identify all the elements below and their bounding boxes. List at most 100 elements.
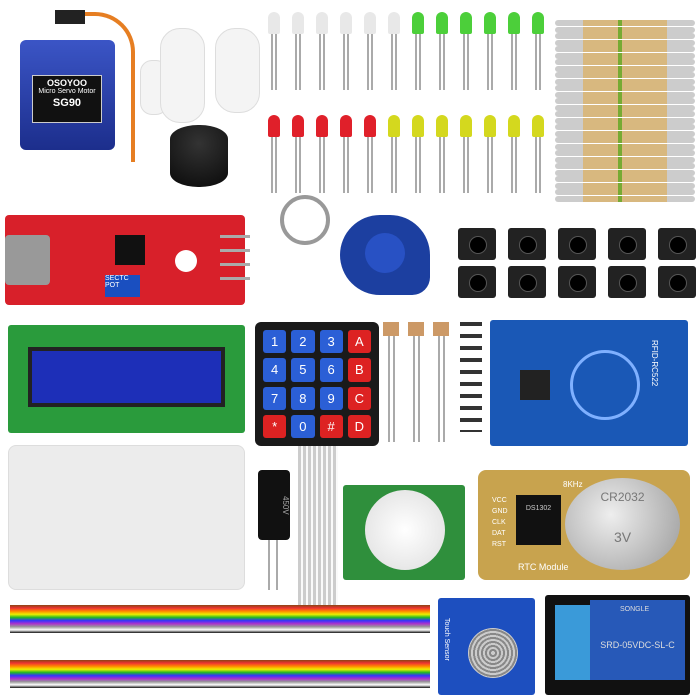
- coin-battery: CR2032 3V: [565, 478, 680, 570]
- push-button: [608, 228, 646, 260]
- led-yellow: [508, 115, 520, 195]
- microphone: [5, 235, 50, 285]
- resistor: [555, 189, 695, 195]
- resistor: [555, 46, 695, 52]
- led-clear: [292, 12, 304, 92]
- lcd-screen: [28, 347, 225, 407]
- key-ring: [280, 195, 330, 245]
- led-green: [412, 12, 424, 92]
- servo-label: OSOYOO Micro Servo Motor SG90: [32, 75, 102, 123]
- led-red: [340, 115, 352, 195]
- keypad-key: 4: [263, 358, 287, 382]
- led-green: [460, 12, 472, 92]
- led-clear: [388, 12, 400, 92]
- rfid-key-tag: [340, 215, 430, 295]
- push-button: [658, 266, 696, 298]
- resistor: [555, 33, 695, 39]
- jumper-wires: [10, 660, 430, 688]
- photoresistor: [383, 322, 399, 442]
- resistor: [555, 124, 695, 130]
- photoresistor: [408, 322, 424, 442]
- touch-pad: [468, 628, 518, 678]
- push-button: [658, 228, 696, 260]
- rtc-pin-label: VCC: [492, 497, 507, 504]
- led-yellow: [484, 115, 496, 195]
- led-yellow: [460, 115, 472, 195]
- mount-hole: [175, 250, 197, 272]
- buzzer: [170, 125, 228, 187]
- jumper-wires: [10, 605, 430, 633]
- resistor: [555, 137, 695, 143]
- resistor: [555, 130, 695, 137]
- keypad-key: 9: [319, 386, 343, 410]
- resistor: [555, 176, 695, 182]
- screw-terminal: [555, 605, 590, 680]
- servo-wire: [55, 12, 135, 162]
- resistor: [555, 59, 695, 65]
- rtc-chip: DS1302: [516, 495, 561, 545]
- resistor: [555, 39, 695, 46]
- keypad-key: C: [347, 386, 371, 410]
- led-clear: [316, 12, 328, 92]
- push-button: [558, 266, 596, 298]
- led-green: [436, 12, 448, 92]
- resistor: [555, 52, 695, 59]
- resistor: [555, 78, 695, 85]
- push-button: [558, 228, 596, 260]
- led-yellow: [436, 115, 448, 195]
- keypad-ribbon-cable: [298, 446, 338, 606]
- potentiometer: SECTC POT: [105, 275, 140, 297]
- resistor: [555, 182, 695, 189]
- led-red: [316, 115, 328, 195]
- led-green: [484, 12, 496, 92]
- keypad-key: 5: [291, 358, 315, 382]
- resistor: [555, 98, 695, 104]
- resistor: [555, 72, 695, 78]
- keypad-key: D: [347, 414, 371, 438]
- antenna-icon: [570, 350, 640, 420]
- rfid-card: [8, 445, 245, 590]
- keypad-key: 8: [291, 386, 315, 410]
- touch-sensor-module: Touch Sensor: [438, 598, 535, 695]
- photoresistor: [433, 322, 449, 442]
- servo-horn: [215, 28, 260, 113]
- led-clear: [364, 12, 376, 92]
- rtc-pin-label: RST: [492, 541, 506, 548]
- keypad-key: 2: [291, 330, 315, 354]
- resistor: [555, 104, 695, 111]
- keypad-key: A: [347, 330, 371, 354]
- pir-dome: [365, 490, 445, 570]
- pin-header: [460, 322, 482, 432]
- electrolytic-capacitor: 450V: [258, 470, 290, 540]
- push-button: [508, 228, 546, 260]
- keypad-key: 7: [263, 386, 287, 410]
- lcd-display: [8, 325, 245, 433]
- capacitor-leads: [268, 540, 278, 590]
- led-green: [532, 12, 544, 92]
- led-red: [292, 115, 304, 195]
- keypad-key: 6: [319, 358, 343, 382]
- relay-module: SONGLE SRD-05VDC-SL-C: [545, 595, 690, 695]
- servo-connector: [55, 10, 85, 24]
- rtc-pin-label: CLK: [492, 519, 506, 526]
- led-yellow: [412, 115, 424, 195]
- relay: SONGLE SRD-05VDC-SL-C: [590, 600, 685, 680]
- keypad-key: 1: [263, 330, 287, 354]
- chip: [115, 235, 145, 265]
- keypad-key: *: [263, 414, 287, 438]
- led-yellow: [532, 115, 544, 195]
- rtc-label: RTC Module: [518, 562, 569, 572]
- rtc-pin-label: GND: [492, 508, 508, 515]
- resistor: [555, 195, 695, 202]
- pir-motion-sensor: [343, 485, 465, 580]
- push-button: [458, 228, 496, 260]
- resistor: [555, 111, 695, 117]
- led-yellow: [388, 115, 400, 195]
- led-red: [364, 115, 376, 195]
- pin-header: [220, 235, 250, 290]
- resistor: [555, 65, 695, 72]
- resistor: [555, 156, 695, 163]
- resistor: [555, 91, 695, 98]
- resistor: [555, 143, 695, 150]
